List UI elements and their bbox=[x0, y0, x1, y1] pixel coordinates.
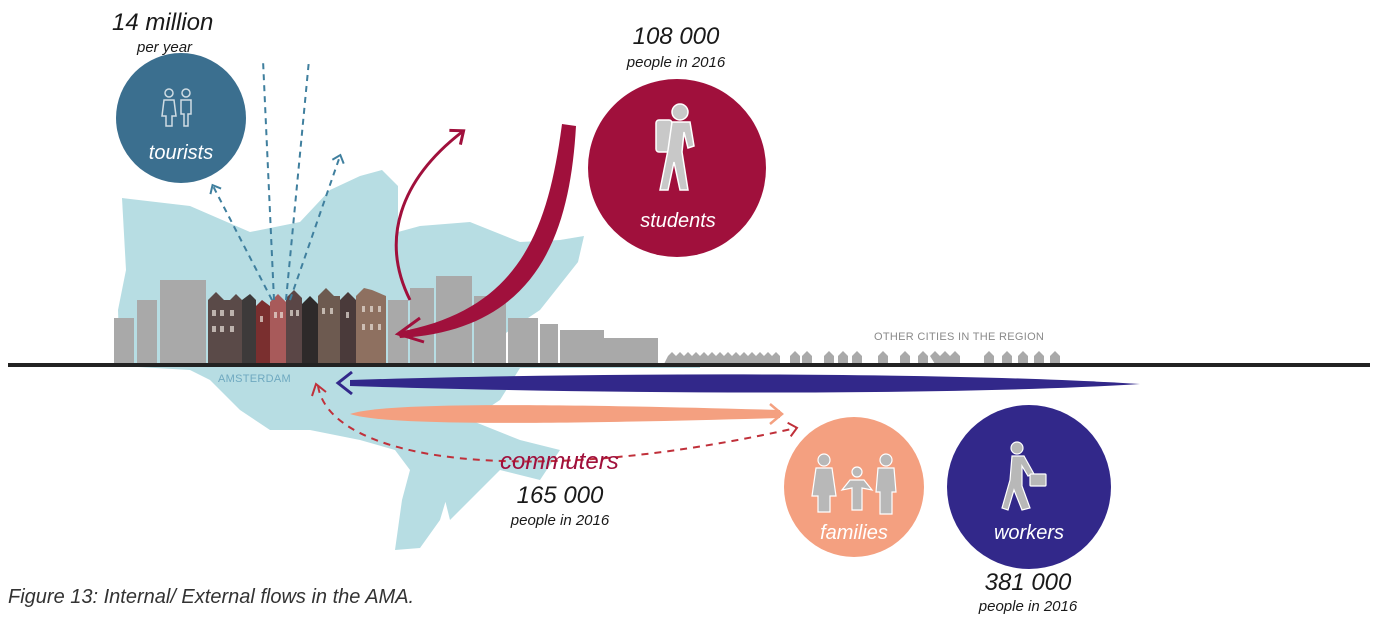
workers-circle bbox=[947, 405, 1111, 569]
student-flow-out bbox=[394, 128, 466, 301]
workers-count: 381 000 bbox=[984, 569, 1072, 596]
commuter-arc bbox=[317, 385, 799, 463]
student-flow-arrow bbox=[394, 316, 425, 344]
family-icon bbox=[811, 453, 897, 515]
amsterdam-map bbox=[118, 170, 700, 550]
worker-icon bbox=[1001, 441, 1047, 511]
tourists-count: 14 million bbox=[112, 9, 214, 36]
worker-flow-arrow bbox=[335, 370, 353, 396]
amsterdam-map-south bbox=[430, 420, 560, 520]
students-period: people in 2016 bbox=[626, 54, 726, 71]
canal-houses bbox=[208, 288, 386, 364]
ground-line bbox=[8, 363, 1370, 367]
student-flow-in bbox=[398, 124, 576, 338]
family-flow bbox=[350, 405, 780, 423]
commuters-label: commuters bbox=[500, 448, 619, 475]
tourists-label: tourists bbox=[148, 142, 214, 164]
backpacker-icon bbox=[655, 103, 695, 191]
workers-period: people in 2016 bbox=[978, 598, 1078, 615]
family-flow-arrow bbox=[769, 403, 784, 425]
region-label: OTHER CITIES IN THE REGION bbox=[874, 331, 1045, 343]
tourists-period: per year bbox=[137, 39, 193, 56]
commuters-count: 165 000 bbox=[516, 482, 604, 509]
students-label: students bbox=[640, 210, 716, 232]
figure-caption: Figure 13: Internal/ External flows in t… bbox=[8, 586, 415, 608]
tourists-circle bbox=[116, 53, 246, 183]
commuter-arc-arrow-start bbox=[311, 382, 327, 397]
region-houses bbox=[664, 351, 1060, 364]
worker-flow bbox=[350, 374, 1140, 393]
commuters-period: people in 2016 bbox=[510, 512, 610, 529]
workers-label: workers bbox=[993, 522, 1064, 544]
amsterdam-label: AMSTERDAM bbox=[218, 373, 291, 385]
tourist-couple-icon bbox=[161, 88, 192, 127]
tourist-arrows bbox=[209, 59, 345, 301]
families-label: families bbox=[820, 522, 888, 544]
students-count: 108 000 bbox=[632, 23, 720, 50]
